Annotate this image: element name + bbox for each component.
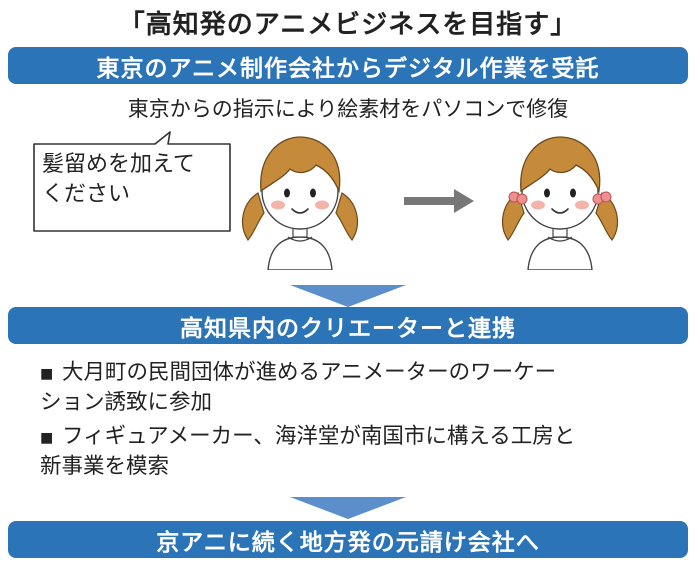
square-bullet-icon: ■ [40,366,54,382]
flow-down-arrow-icon [290,497,406,519]
bullet-line: 新事業を模索 [40,454,170,479]
section2-heading-band: 高知県内のクリエーターと連携 [8,307,688,344]
section3-heading-band: 京アニに続く地方発の元請け会社へ [8,521,688,558]
bullet-line: フィギュアメーカー、海洋堂が南国市に構える工房と [62,424,576,449]
speech-bubble [33,131,231,232]
girl-after-illustration [501,136,619,270]
bullet-item: ■ フィギュアメーカー、海洋堂が南国市に構える工房と 新事業を模索 [40,422,680,482]
section3-heading: 京アニに続く地方発の元請け会社へ [156,529,540,556]
flow-down-arrow-icon [290,285,406,307]
girl-before-illustration [241,136,359,270]
section2-bullet-list: ■ 大月町の民間団体が進めるアニメーターのワーケー ション誘致に参加 ■ フィギ… [40,358,680,486]
bullet-line: ション誘致に参加 [40,390,213,415]
section1-description: 東京からの指示により絵素材をパソコンで修復 [127,97,569,121]
right-arrow-icon [404,189,474,213]
speech-text: 髪留めを加えて ください [42,150,222,210]
bullet-text: フィギュアメーカー、海洋堂が南国市に構える工房と 新事業を模索 [40,422,576,482]
bullet-text: 大月町の民間団体が進めるアニメーターのワーケー ション誘致に参加 [40,358,557,418]
section1-heading: 東京のアニメ制作会社からデジタル作業を受託 [96,55,600,82]
section2-heading: 高知県内のクリエーターと連携 [180,315,516,342]
speech-line-2: ください [42,182,131,207]
bullet-item: ■ 大月町の民間団体が進めるアニメーターのワーケー ション誘致に参加 [40,358,680,418]
diagram-title: 「高知発のアニメビジネスを目指す」 [118,10,578,40]
section1-heading-band: 東京のアニメ制作会社からデジタル作業を受託 [8,47,688,84]
speech-line-1: 髪留めを加えて [42,152,195,177]
square-bullet-icon: ■ [40,430,54,446]
bullet-line: 大月町の民間団体が進めるアニメーターのワーケー [62,360,557,385]
